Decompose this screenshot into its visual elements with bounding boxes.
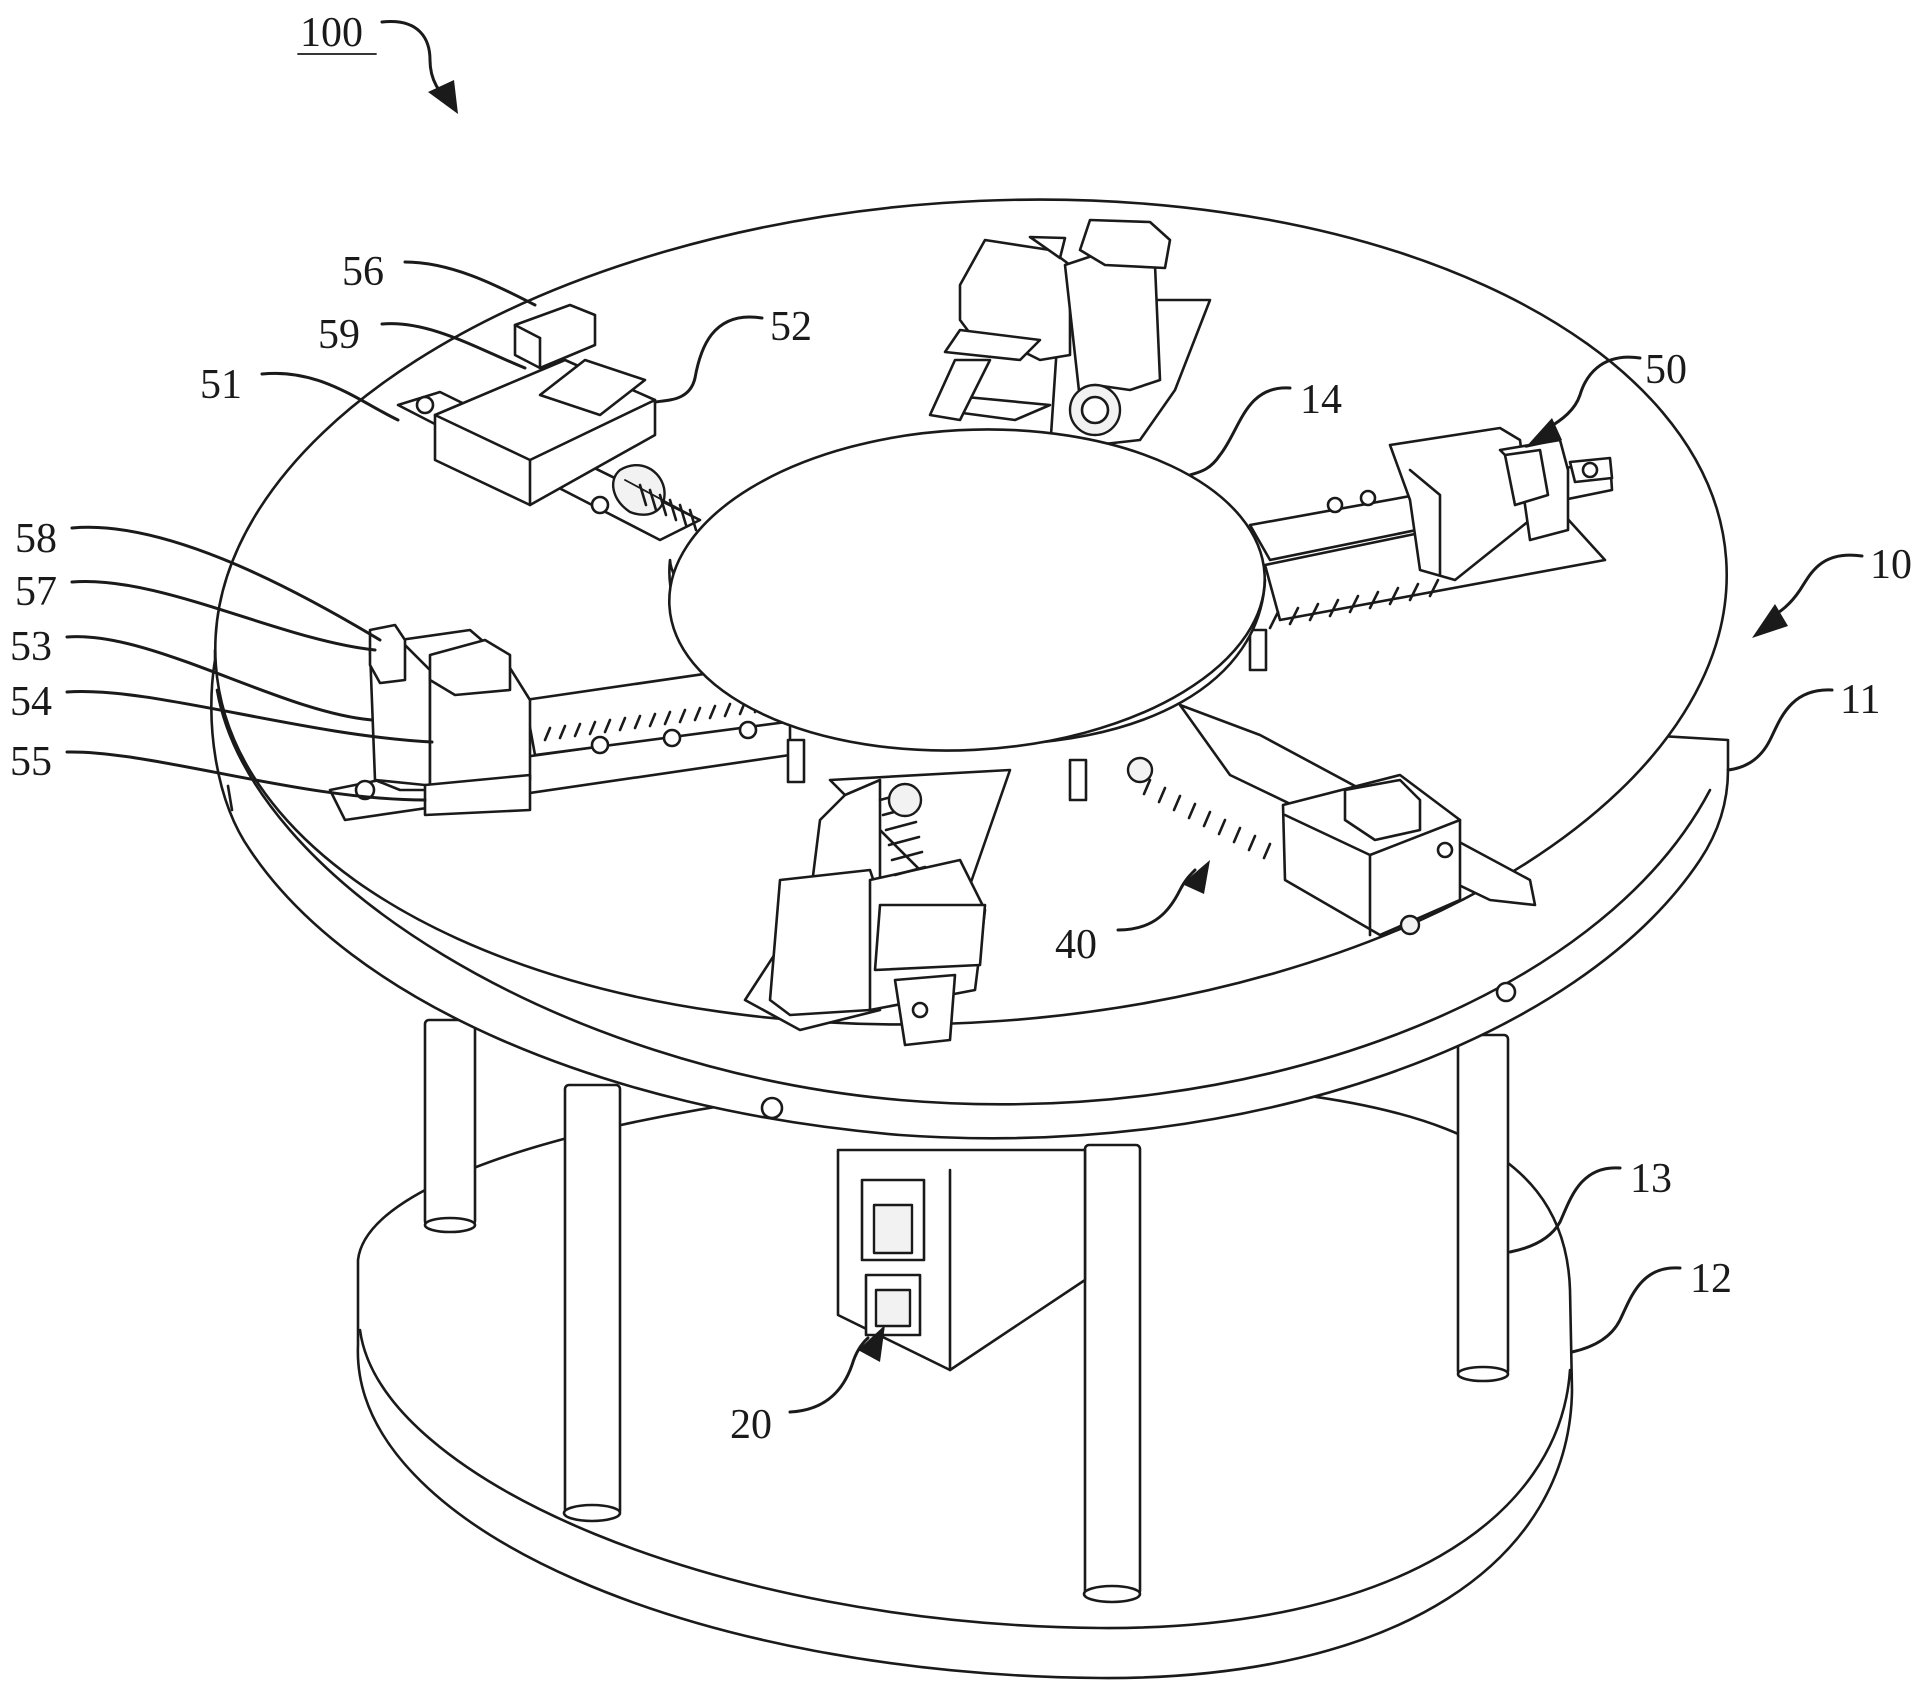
label-13: 13 xyxy=(1630,1156,1672,1202)
reference-number-label: 100 xyxy=(300,10,363,56)
screw-bottom-right xyxy=(1142,778,1272,860)
clamp-assembly-bottom-center xyxy=(743,768,1012,1047)
label-11: 11 xyxy=(1840,677,1880,723)
support-legs xyxy=(423,1018,1510,1604)
figure-reference: 100 xyxy=(297,10,458,114)
reference-arrowhead xyxy=(428,80,458,114)
spring-upper-left xyxy=(638,483,698,532)
screw-left xyxy=(543,698,762,742)
label-55: 55 xyxy=(10,739,52,785)
label-50: 50 xyxy=(1645,347,1687,393)
label-53: 53 xyxy=(10,624,52,670)
label-14: 14 xyxy=(1300,377,1342,423)
label-59: 59 xyxy=(318,312,360,358)
turntable-top xyxy=(667,428,1267,752)
clamp-assembly-upper-left xyxy=(396,303,702,542)
leg-back-left xyxy=(423,1018,477,1227)
label-10: 10 xyxy=(1870,542,1912,588)
label-12: 12 xyxy=(1690,1256,1732,1302)
clamp-assembly-bottom-right xyxy=(1126,703,1537,937)
label-51: 51 xyxy=(200,362,242,408)
leg-front-right xyxy=(1083,1143,1142,1597)
label-20: 20 xyxy=(730,1402,772,1448)
clamp-assembly-upper-middle xyxy=(928,218,1212,452)
turntable xyxy=(667,428,1268,802)
leg-front-left xyxy=(563,1083,622,1517)
control-box xyxy=(836,1148,1087,1372)
label-58: 58 xyxy=(15,516,57,562)
spring-right xyxy=(1268,578,1440,630)
label-40: 40 xyxy=(1055,922,1097,968)
label-52: 52 xyxy=(770,304,812,350)
label-54: 54 xyxy=(10,679,52,725)
leg-back-right xyxy=(1456,1033,1510,1377)
label-56: 56 xyxy=(342,249,384,295)
callout-labels: 56 59 51 52 14 50 10 11 58 57 53 54 55 4… xyxy=(10,249,1912,1448)
clamp-assembly-right xyxy=(1248,426,1614,630)
label-57: 57 xyxy=(15,569,57,615)
